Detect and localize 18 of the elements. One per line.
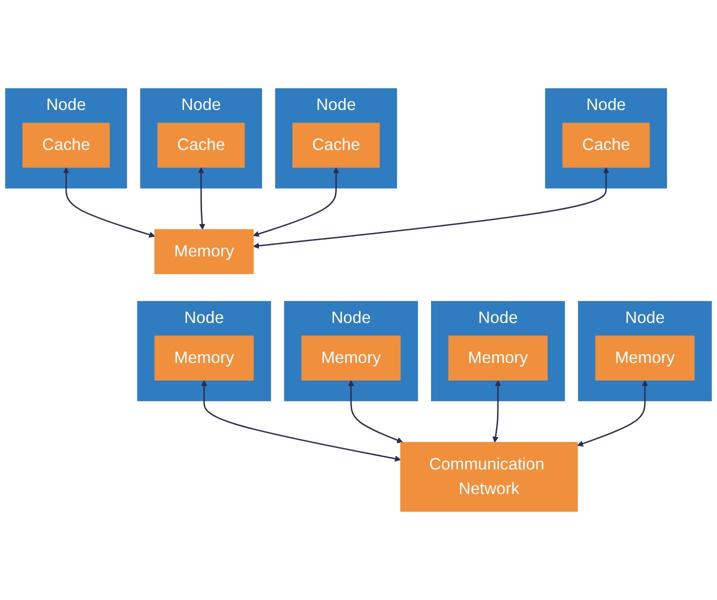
arrow — [63, 167, 156, 238]
arrow — [348, 380, 404, 444]
arrow — [253, 167, 610, 249]
arrow — [253, 167, 340, 237]
arrow — [198, 167, 206, 230]
arrow — [201, 380, 401, 462]
node-box: Memory — [595, 336, 695, 380]
node-box: Memory — [154, 336, 254, 380]
node-box: Cache — [562, 122, 650, 168]
arrow — [492, 380, 501, 443]
node-box: Memory — [448, 336, 548, 380]
arrow — [577, 380, 648, 447]
node-box: Cache — [292, 122, 380, 168]
node-box: Memory — [301, 336, 401, 380]
node-box: Memory — [154, 229, 254, 274]
node-box: Cache — [157, 122, 245, 168]
node-box: Communication Network — [400, 442, 578, 512]
node-box: Cache — [22, 122, 110, 168]
